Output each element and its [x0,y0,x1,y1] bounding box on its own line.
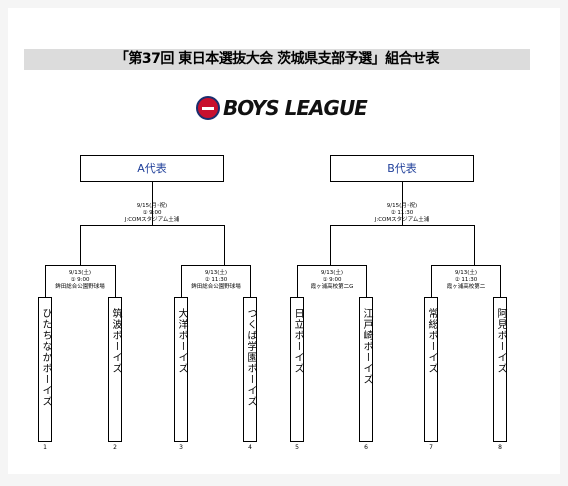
connector-line [366,265,367,297]
bracket-sheet [8,8,560,474]
team-number: 1 [43,444,47,451]
connector-line [45,265,46,297]
connector-line [500,265,501,297]
connector-line [330,225,331,265]
team-box-7: 常総ボーイズ [424,297,438,442]
connector-line [45,265,116,266]
match-time: ① 9:00 [322,277,342,283]
match-info-semi-4: 9/13(土) ② 11:30 霞ヶ浦高校第二 [431,270,501,291]
match-info-semi-3: 9/13(土) ① 9:00 霞ヶ浦高校第二G [297,270,367,291]
match-date: 9/13(土) [204,270,228,276]
team-name: 大洋ボーイズ [176,308,187,374]
match-time: ① 9:00 [142,210,162,216]
match-venue: J:COMスタジアム土浦 [374,217,430,223]
match-time: ② 11:30 [204,277,228,283]
page-title: 「第37回 東日本選抜大会 茨城県支部予選」組合せ表 [24,49,530,70]
team-box-3: 大洋ボーイズ [174,297,188,442]
rep-box-a: A代表 [80,155,224,182]
match-venue: 霞ヶ浦高校第二G [310,284,354,290]
match-time: ① 9:00 [70,277,90,283]
connector-line [474,225,475,265]
boys-league-emblem-icon [196,96,220,120]
rep-box-b: B代表 [330,155,474,182]
match-venue: 鉾田総合公園野球場 [191,284,241,290]
team-box-1: ひたちなかボーイズ [38,297,52,442]
team-number: 6 [364,444,368,451]
connector-line [181,265,251,266]
match-date: 9/15(月･祝) [136,203,168,209]
connector-line [115,265,116,297]
match-time: ② 11:30 [390,210,414,216]
match-info-final-a: 9/15(月･祝) ① 9:00 J:COMスタジアム土浦 [102,203,202,224]
match-time: ② 11:30 [454,277,478,283]
team-name: 阿見ボーイズ [495,308,506,374]
connector-line [224,225,225,265]
team-name: 江戸崎ボーイズ [361,308,372,385]
team-box-6: 江戸崎ボーイズ [359,297,373,442]
match-venue: 霞ヶ浦高校第二 [446,284,486,290]
connector-line [80,225,225,226]
connector-line [297,265,298,297]
boys-league-logo: BOYS LEAGUE [196,95,368,121]
team-name: つくば学園ボーイズ [245,308,256,407]
team-number: 3 [179,444,183,451]
team-number: 8 [498,444,502,451]
connector-line [152,182,153,225]
logo-text: BOYS LEAGUE [223,96,368,120]
match-date: 9/13(土) [320,270,344,276]
connector-line [431,265,432,297]
team-box-4: つくば学園ボーイズ [243,297,257,442]
team-name: 常総ボーイズ [426,308,437,374]
match-info-semi-2: 9/13(土) ② 11:30 鉾田総合公園野球場 [181,270,251,291]
connector-line [330,225,475,226]
team-name: 日立ボーイズ [292,308,303,374]
team-box-5: 日立ボーイズ [290,297,304,442]
connector-line [297,265,367,266]
match-venue: 鉾田総合公園野球場 [55,284,105,290]
match-venue: J:COMスタジアム土浦 [124,217,180,223]
match-date: 9/13(土) [68,270,92,276]
connector-line [80,225,81,265]
connector-line [402,182,403,225]
connector-line [431,265,501,266]
connector-line [181,265,182,297]
team-number: 5 [295,444,299,451]
team-box-8: 阿見ボーイズ [493,297,507,442]
team-number: 7 [429,444,433,451]
team-name: ひたちなかボーイズ [40,308,51,407]
team-name: 筑波ボーイズ [110,308,121,374]
team-number: 2 [113,444,117,451]
team-number: 4 [248,444,252,451]
match-date: 9/15(月･祝) [386,203,418,209]
match-date: 9/13(土) [454,270,478,276]
team-box-2: 筑波ボーイズ [108,297,122,442]
match-info-semi-1: 9/13(土) ① 9:00 鉾田総合公園野球場 [45,270,115,291]
match-info-final-b: 9/15(月･祝) ② 11:30 J:COMスタジアム土浦 [352,203,452,224]
connector-line [250,265,251,297]
